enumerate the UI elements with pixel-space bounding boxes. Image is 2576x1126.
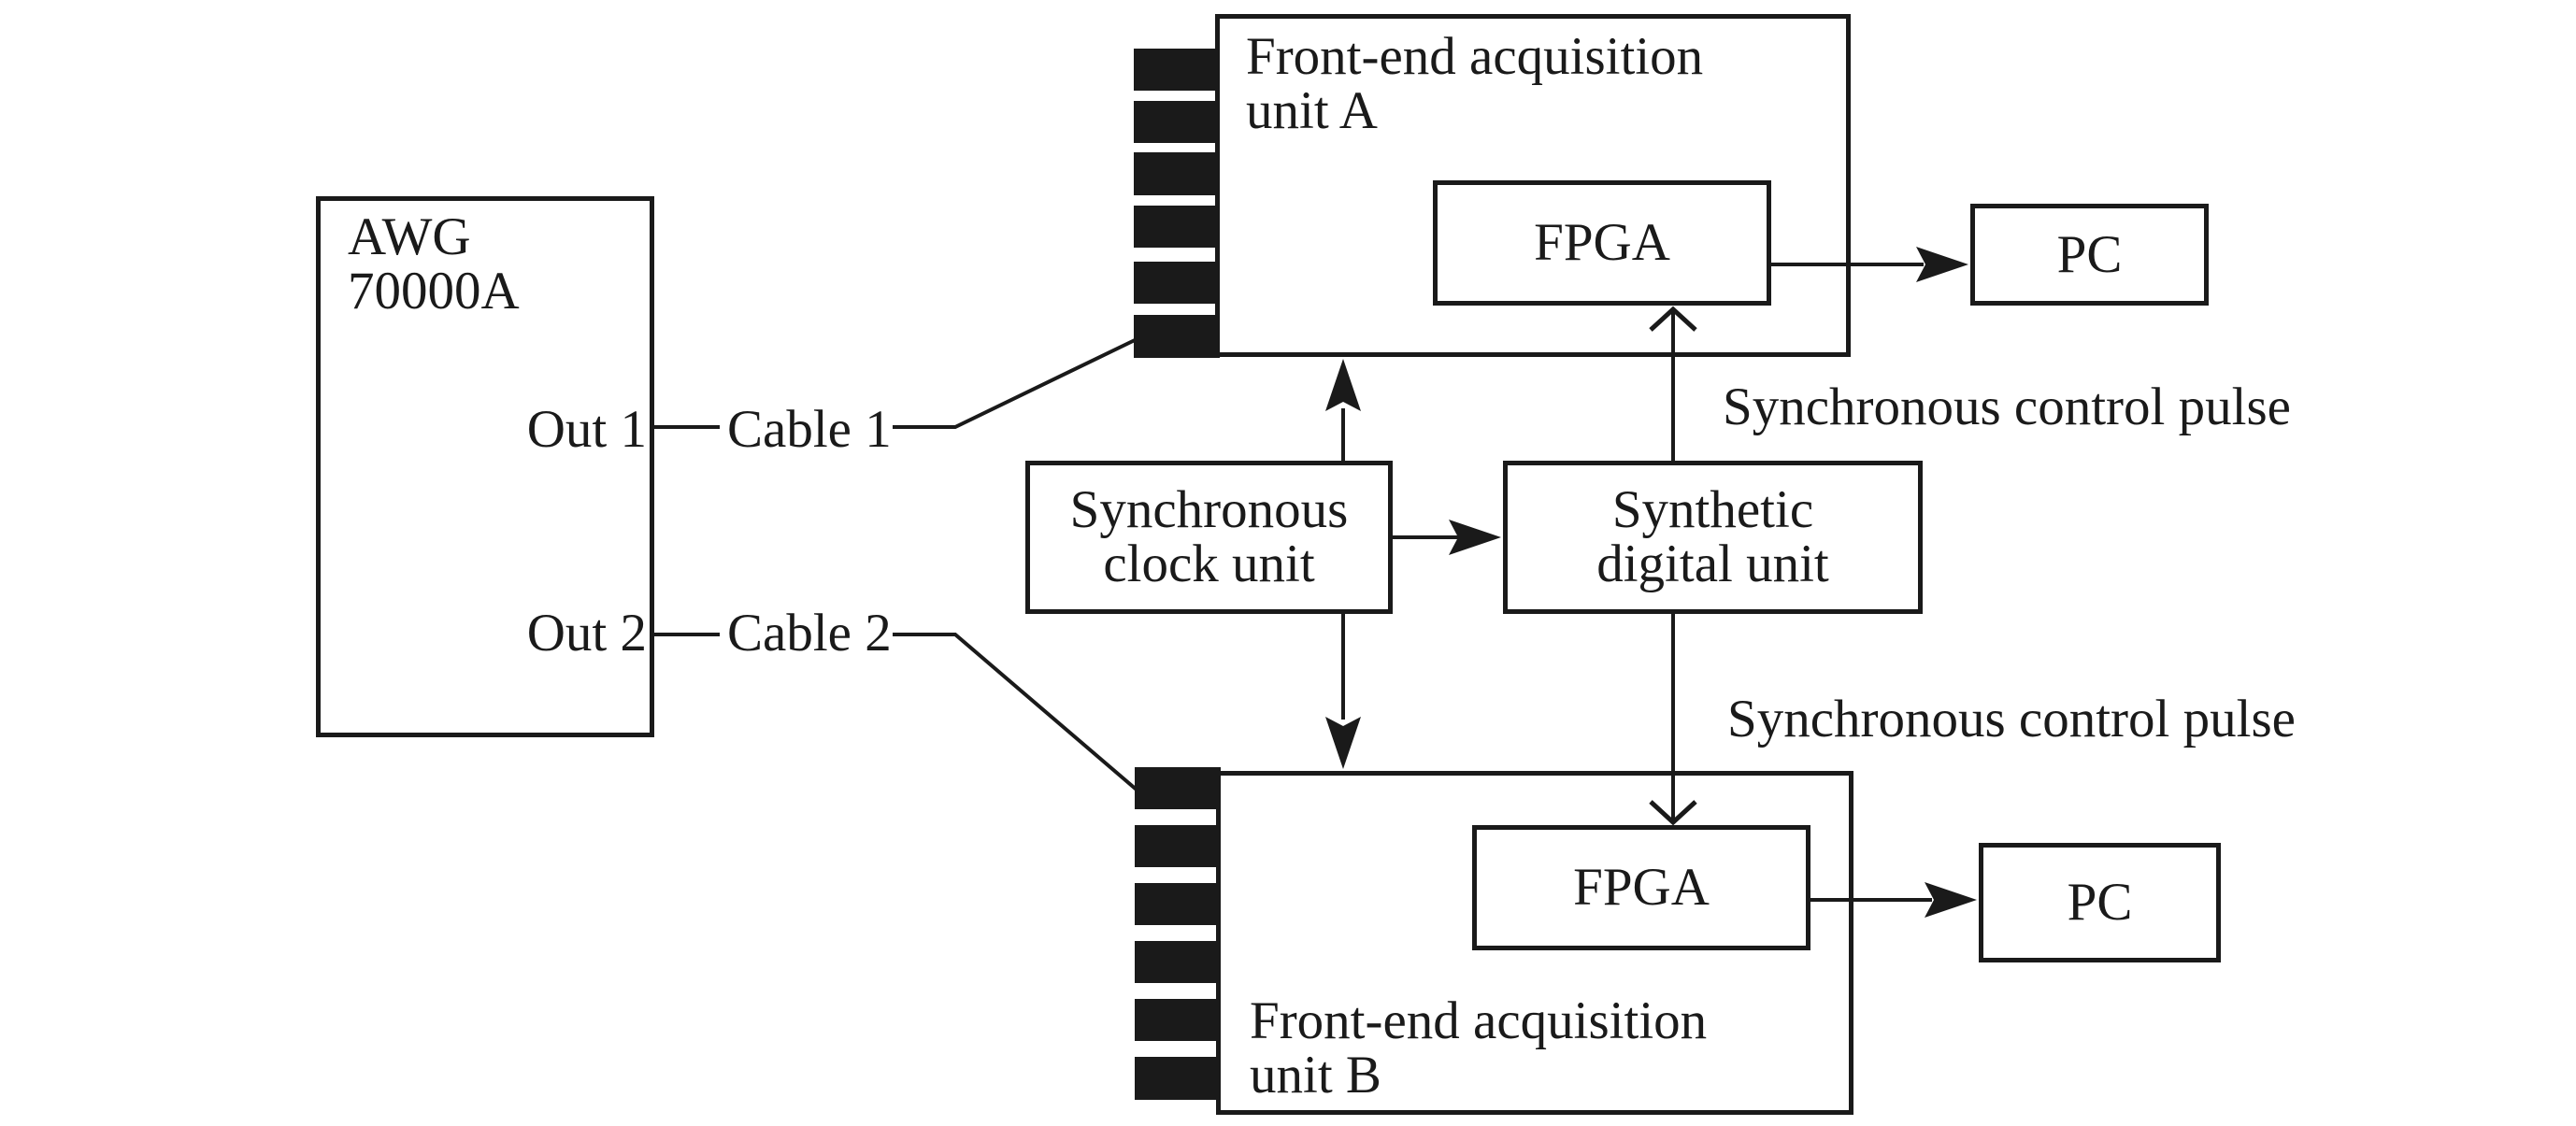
comb-tooth: [1134, 101, 1220, 143]
cable1-label: Cable 1: [727, 400, 892, 459]
unit-b-label-line1: Front-end acquisition: [1250, 991, 1708, 1050]
out1-label: Out 1: [526, 400, 647, 459]
comb-tooth: [1135, 767, 1221, 809]
clock-label-line2: clock unit: [1103, 534, 1315, 593]
comb-tooth: [1134, 262, 1220, 304]
comb-tooth: [1135, 825, 1221, 867]
synchronous-control-pulse-bottom-label: Synchronous control pulse: [1727, 690, 2296, 748]
synthetic-label-line1: Synthetic: [1611, 480, 1814, 539]
comb-tooth: [1134, 206, 1220, 248]
unit-b-label-line2: unit B: [1250, 1046, 1381, 1105]
pc-b-label: PC: [2067, 873, 2133, 932]
cable2-label: Cable 2: [727, 604, 892, 663]
unit-b-connector-comb: [1135, 767, 1221, 1100]
fpga-a-box: FPGA: [1433, 180, 1771, 306]
synchronous-clock-unit-box: Synchronous clock unit: [1025, 461, 1393, 614]
unit-a-label-line2: unit A: [1246, 81, 1378, 140]
comb-tooth: [1135, 1057, 1221, 1100]
arrow-down-icon: [1325, 717, 1361, 769]
cable2-line: [893, 633, 1139, 792]
arrow-right-icon: [1916, 247, 1968, 282]
awg-label-line1: AWG: [348, 207, 471, 266]
synchronous-control-pulse-top-label: Synchronous control pulse: [1723, 378, 2291, 436]
clock-label-line1: Synchronous: [1069, 480, 1349, 539]
arrow-up-icon: [1325, 359, 1361, 411]
arrow-right-icon: [1449, 520, 1501, 555]
pc-a-box: PC: [1970, 204, 2209, 306]
pc-b-box: PC: [1979, 843, 2221, 962]
cable1-line: [893, 338, 1136, 429]
comb-tooth: [1135, 941, 1221, 983]
comb-tooth: [1134, 315, 1220, 358]
awg-label-line2: 70000A: [348, 262, 520, 321]
out2-label: Out 2: [526, 604, 647, 663]
fpga-b-box: FPGA: [1472, 825, 1810, 950]
arrow-right-icon: [1925, 882, 1977, 918]
comb-tooth: [1135, 883, 1221, 925]
unit-a-connector-comb: [1134, 49, 1220, 358]
unit-a-label-line1: Front-end acquisition: [1246, 27, 1704, 86]
comb-tooth: [1134, 152, 1220, 195]
synthetic-label-line2: digital unit: [1596, 534, 1829, 593]
comb-tooth: [1134, 49, 1220, 91]
synthetic-digital-unit-box: Synthetic digital unit: [1503, 461, 1923, 614]
fpga-a-label: FPGA: [1534, 213, 1670, 272]
awg-70000a-box: AWG 70000A: [316, 196, 654, 737]
comb-tooth: [1135, 999, 1221, 1041]
fpga-b-label: FPGA: [1573, 858, 1710, 917]
pc-a-label: PC: [2056, 224, 2123, 284]
